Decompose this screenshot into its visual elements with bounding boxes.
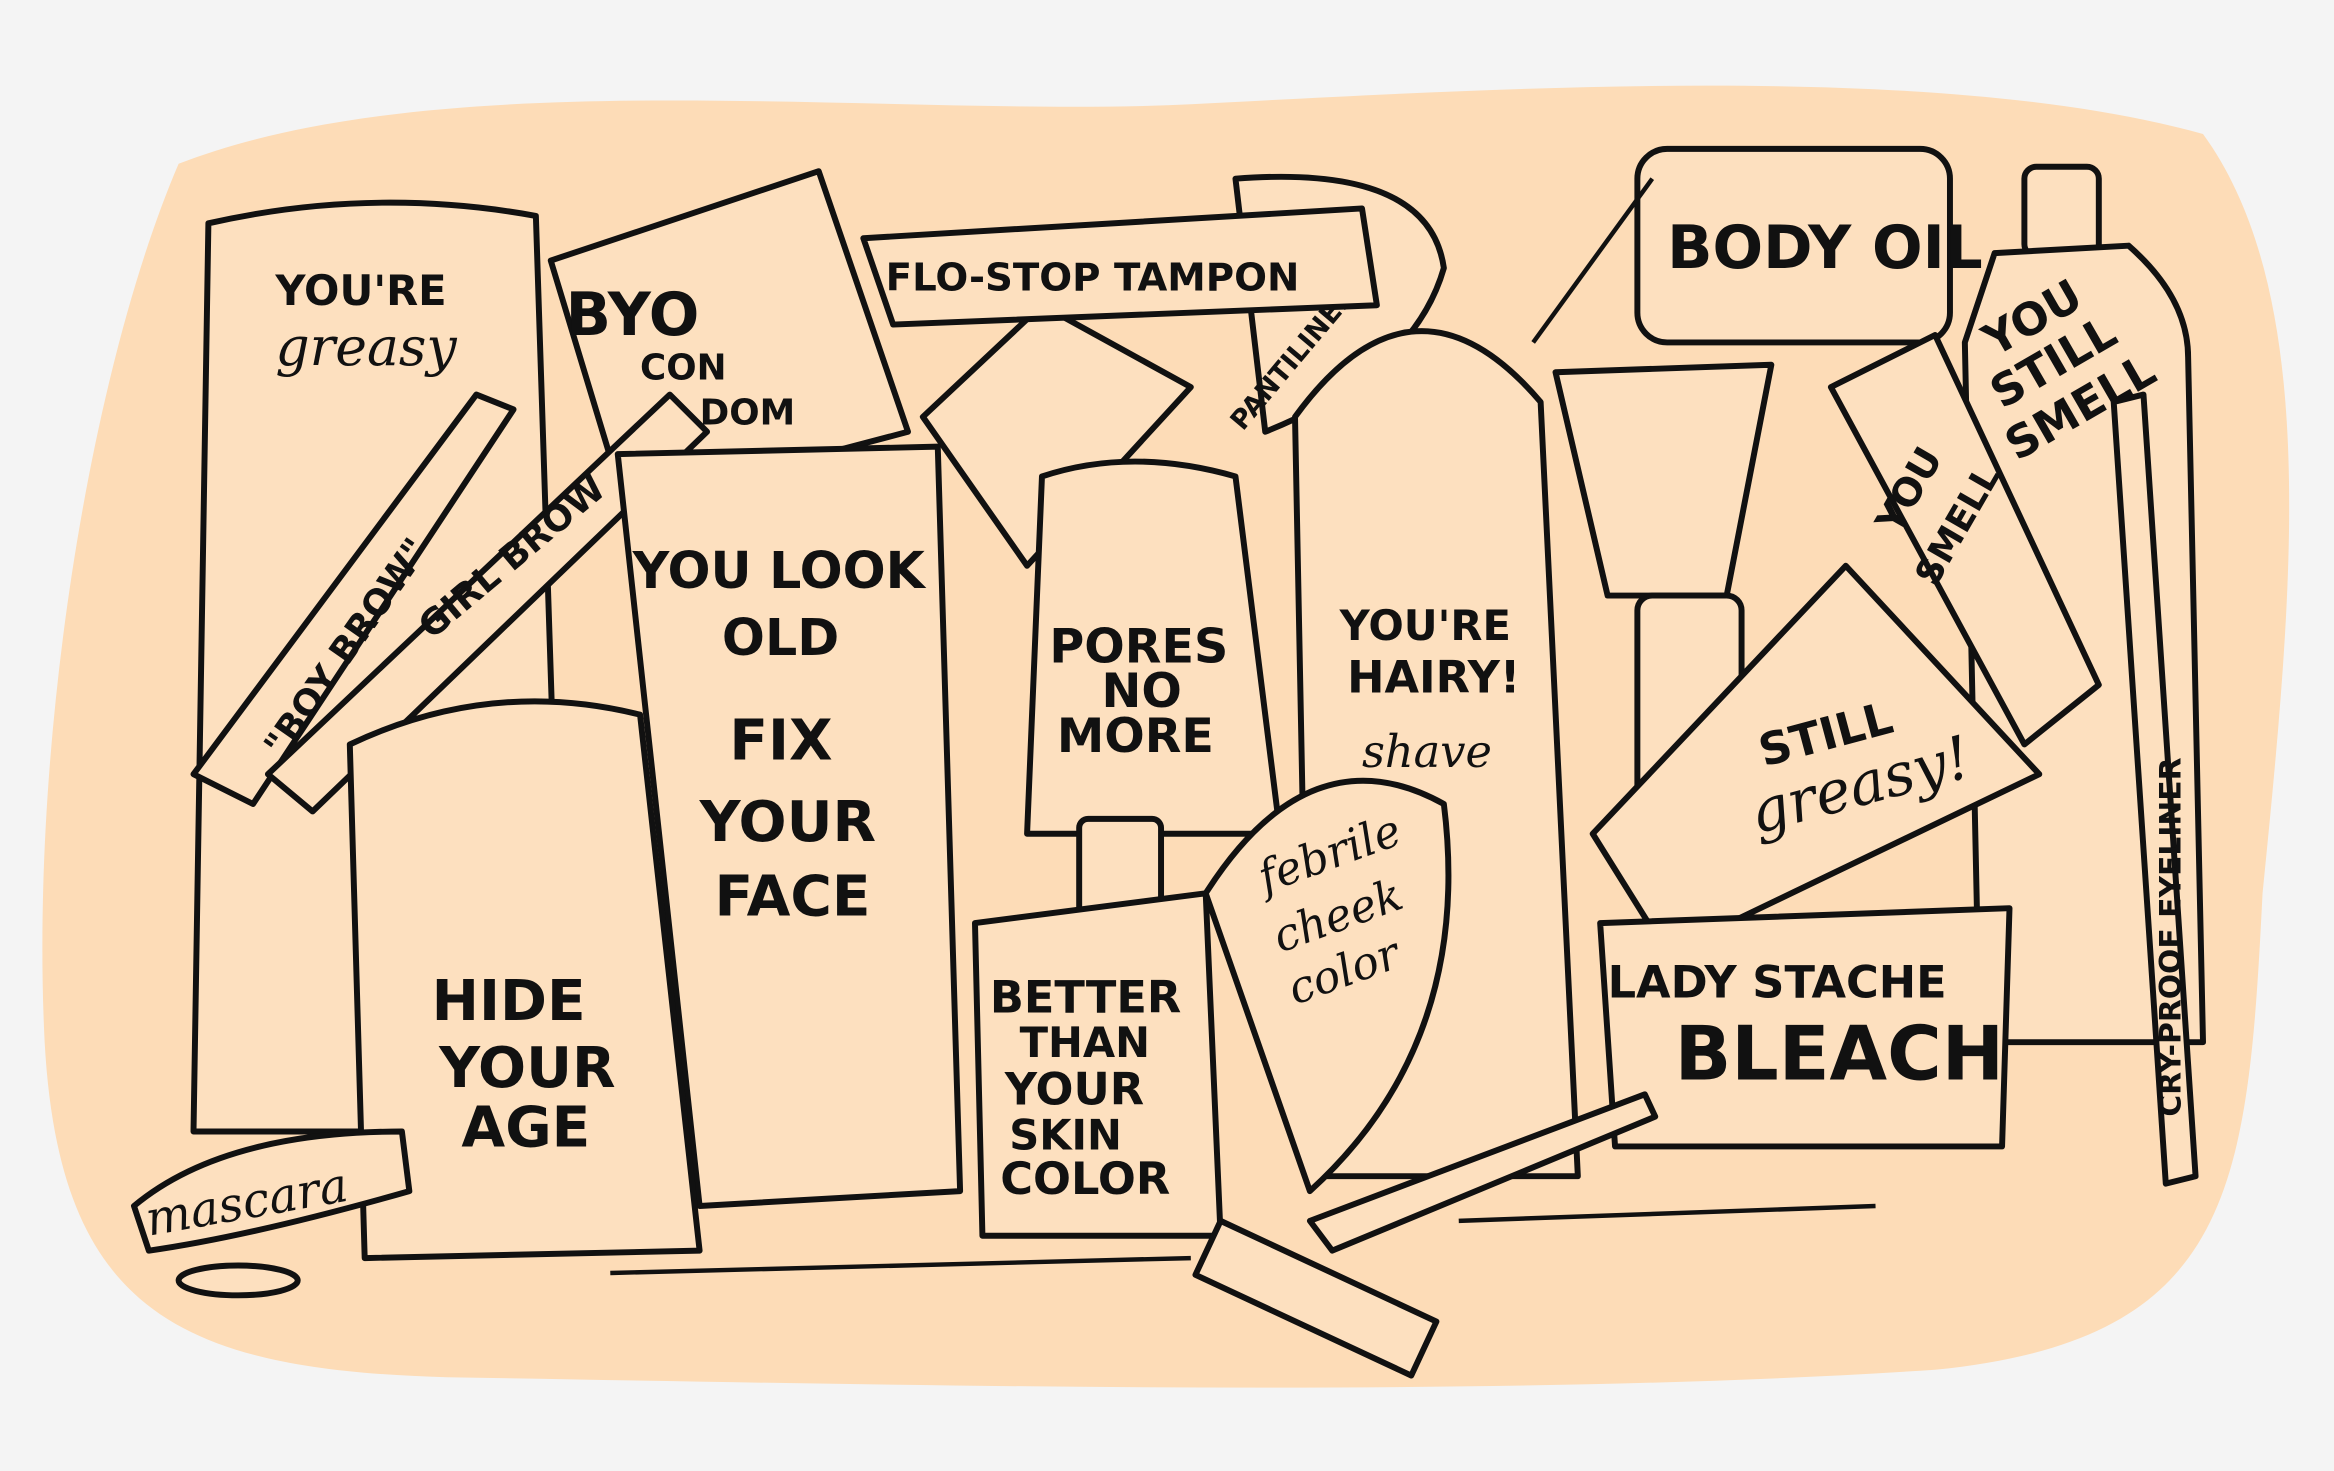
svg-text:shave: shave xyxy=(1362,726,1492,778)
pill-pack xyxy=(919,302,1194,569)
svg-text:CON: CON xyxy=(640,348,726,389)
svg-text:FACE: FACE xyxy=(714,864,870,930)
svg-text:BLEACH: BLEACH xyxy=(1675,1010,2004,1097)
svg-text:BODY OIL: BODY OIL xyxy=(1667,214,1983,283)
svg-text:HIDE: HIDE xyxy=(432,968,586,1034)
svg-text:BETTER: BETTER xyxy=(990,971,1181,1023)
svg-text:NO: NO xyxy=(1102,664,1182,719)
body-oil-jar: BODY OIL xyxy=(1531,145,1983,346)
svg-text:FLO-STOP TAMPON: FLO-STOP TAMPON xyxy=(886,255,1300,300)
you-smell-bottle: YOU SMELL xyxy=(1827,332,2102,748)
svg-text:CRY-PROOF EYELINER: CRY-PROOF EYELINER xyxy=(2154,757,2189,1116)
tweezers-and-tools xyxy=(175,1203,1876,1299)
svg-text:OLD: OLD xyxy=(722,608,839,667)
skin-color-bottle: BETTER THAN YOUR SKIN COLOR xyxy=(972,815,1224,1239)
svg-text:YOU'RE: YOU'RE xyxy=(274,266,446,315)
svg-text:COLOR: COLOR xyxy=(1000,1153,1170,1205)
svg-text:YOU LOOK: YOU LOOK xyxy=(632,541,927,600)
svg-text:SKIN: SKIN xyxy=(1009,1110,1122,1159)
svg-text:YOUR: YOUR xyxy=(699,789,876,855)
svg-text:BYO: BYO xyxy=(566,281,700,350)
svg-text:FIX: FIX xyxy=(729,707,832,773)
razor xyxy=(1192,1091,1659,1379)
bleach-tub: LADY STACHE BLEACH xyxy=(1597,905,2013,1150)
tampon-wrapper: FLO-STOP TAMPON xyxy=(860,205,1380,328)
svg-text:YOUR: YOUR xyxy=(438,1035,615,1101)
svg-text:MORE: MORE xyxy=(1057,709,1214,764)
compact: STILL greasy! xyxy=(1589,562,2043,956)
eyeliner-pencil: CRY-PROOF EYELINER xyxy=(2110,391,2199,1187)
svg-text:LADY STACHE: LADY STACHE xyxy=(1608,957,1947,1009)
svg-text:YOUR: YOUR xyxy=(1004,1064,1144,1116)
svg-text:PORES: PORES xyxy=(1049,620,1228,675)
svg-text:DOM: DOM xyxy=(700,392,796,433)
old-face-tube: YOU LOOK OLD FIX YOUR FACE xyxy=(614,443,964,1209)
svg-text:HAIRY!: HAIRY! xyxy=(1347,651,1520,703)
hide-age-jar: HIDE YOUR AGE xyxy=(346,698,703,1262)
cheek-color-compact: febrile cheek color xyxy=(1202,777,1452,1195)
pores-bottle: PORES NO MORE xyxy=(1024,458,1284,837)
svg-text:YOU'RE: YOU'RE xyxy=(1339,601,1511,650)
svg-text:AGE: AGE xyxy=(461,1094,590,1160)
svg-text:greasy: greasy xyxy=(275,315,457,378)
svg-text:THAN: THAN xyxy=(1020,1018,1150,1067)
